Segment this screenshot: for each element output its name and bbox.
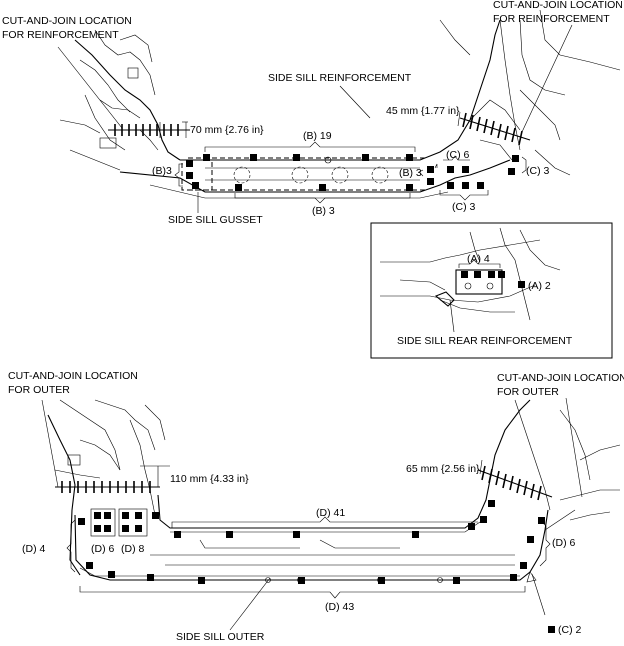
callout-d6-left: (D) 6 [91,543,114,555]
label-cutjoin-outer-right-2: FOR OUTER [497,386,559,398]
weld-spots-reinforcement [186,154,519,191]
callout-d43: (D) 43 [325,601,354,613]
weld-spots-outer [78,500,555,633]
callout-b3-bottom: (B) 3 [312,205,335,217]
dim-reinf-left: 70 mm {2.76 in} [190,124,264,136]
outer-rear-arch [489,399,621,531]
label-cutjoin-reinf-left-2: FOR REINFORCEMENT [2,29,119,41]
callout-c2: (C) 2 [558,624,581,636]
callout-d8: (D) 8 [121,543,144,555]
callout-c3-right: (C) 3 [526,165,549,177]
callout-d4: (D) 4 [22,543,45,555]
callout-d41: (D) 41 [316,507,345,519]
label-cutjoin-outer-right-1: CUT-AND-JOIN LOCATION [497,372,624,384]
cut-join-reinforcement-left [57,46,190,138]
d8-cluster-box [118,508,148,537]
rear-reinforcement-inset [370,222,613,359]
label-cutjoin-reinf-right-1: CUT-AND-JOIN LOCATION [493,0,623,11]
outer-front-pillar [47,399,166,576]
callout-c6-top: (C) 6 [446,149,469,161]
weld-braces-reinforcement [174,141,527,204]
dim-outer-left: 110 mm {4.33 in} [170,473,249,485]
rear-arch-structure [439,9,621,176]
dim-reinf-right: 45 mm {1.77 in} [386,105,460,117]
label-side-sill-gusset: SIDE SILL GUSSET [168,214,263,226]
cut-join-reinforcement-right [457,24,573,146]
cut-join-outer-right [477,397,583,501]
label-cutjoin-outer-left-2: FOR OUTER [8,384,70,396]
callout-b3-right: (B) 3 [399,167,422,179]
reinforcement-view [57,9,621,204]
label-side-sill-reinforcement: SIDE SILL REINFORCEMENT [268,72,412,84]
label-side-sill-rear-reinforcement: SIDE SILL REAR REINFORCEMENT [397,335,573,347]
callout-a2: (A) 2 [528,280,551,292]
label-cutjoin-reinf-right-2: FOR REINFORCEMENT [493,13,610,25]
callout-c3-bottom: (C) 3 [452,201,475,213]
outer-view [41,397,621,633]
side-sill-gusset-outline [181,159,213,191]
d6-cluster-box [90,508,116,537]
a2-marker [518,281,525,288]
label-side-sill-outer: SIDE SILL OUTER [176,631,265,643]
callout-d6-right: (D) 6 [552,537,575,549]
callout-a4: (A) 4 [467,253,490,265]
label-cutjoin-reinf-left-1: CUT-AND-JOIN LOCATION [2,15,132,27]
front-pillar-structure [59,29,181,171]
callout-b3-left: (B)3 [152,165,172,177]
outer-sill-outline [74,479,549,583]
callout-b19: (B) 19 [303,130,332,142]
label-cutjoin-outer-left-1: CUT-AND-JOIN LOCATION [8,370,138,382]
weld-braces-outer [66,516,551,616]
cut-join-outer-left [41,399,170,493]
dim-outer-right: 65 mm {2.56 in} [406,463,480,475]
